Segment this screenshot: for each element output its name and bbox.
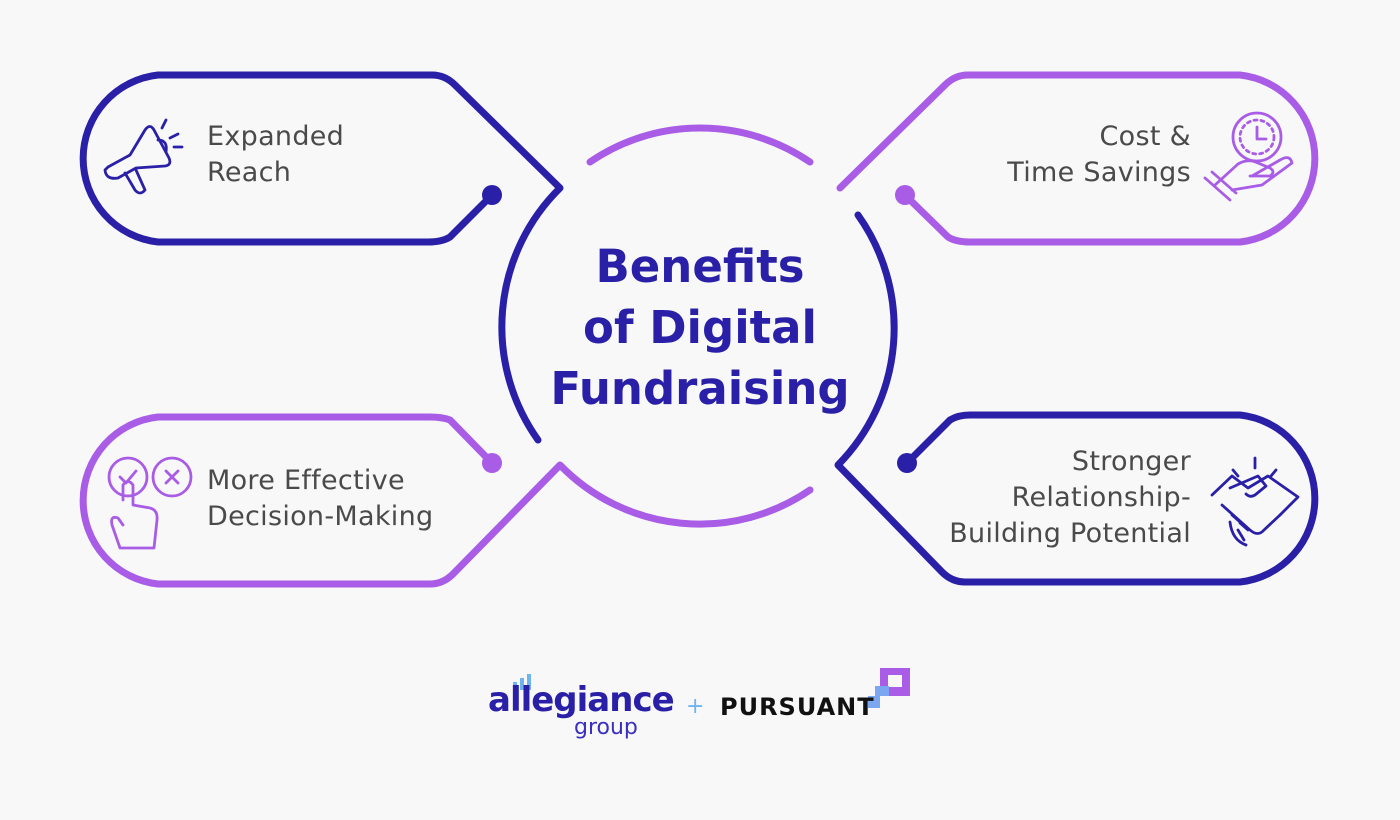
connector-dot bbox=[897, 453, 917, 473]
cost-time-callout bbox=[836, 71, 1319, 246]
allegiance-logo-sub: group bbox=[574, 715, 638, 740]
benefit-label: Building Potential bbox=[949, 518, 1191, 549]
allegiance-logo: allegiance bbox=[488, 680, 675, 720]
handshake-icon bbox=[1210, 456, 1300, 547]
benefit-label: Expanded bbox=[207, 121, 345, 152]
title-line: of Digital bbox=[583, 301, 817, 354]
allegiance-bars-icon bbox=[513, 674, 531, 690]
pursuant-logo: PURSUANT bbox=[720, 693, 875, 721]
benefit-cost-time-savings: Cost & Time Savings bbox=[1007, 119, 1191, 191]
megaphone-icon bbox=[103, 118, 184, 195]
expanded-reach-callout bbox=[79, 71, 564, 444]
benefit-label: Time Savings bbox=[1007, 157, 1191, 188]
benefit-decision-making: More Effective Decision-Making bbox=[207, 463, 433, 535]
benefit-label: Cost & bbox=[1099, 121, 1191, 152]
benefit-relationship-building: Stronger Relationship- Building Potentia… bbox=[949, 444, 1191, 552]
connector-dot bbox=[482, 453, 502, 473]
connector-dot bbox=[895, 185, 915, 205]
check-x-choice-icon bbox=[107, 456, 193, 550]
clock-in-hand-icon bbox=[1203, 111, 1294, 202]
title-line: Fundraising bbox=[550, 362, 850, 415]
benefit-label: Decision-Making bbox=[207, 501, 434, 532]
benefit-label: More Effective bbox=[207, 465, 405, 496]
benefit-label: Reach bbox=[207, 157, 292, 188]
benefit-expanded-reach: Expanded Reach bbox=[207, 119, 344, 191]
connector-dot bbox=[482, 185, 502, 205]
decision-making-callout bbox=[79, 413, 814, 588]
circle-arc-top bbox=[586, 124, 814, 166]
pursuant-logo-mark bbox=[868, 668, 910, 708]
diagram-title: Benefits of Digital Fundraising bbox=[500, 236, 900, 419]
benefit-label: Stronger bbox=[1071, 446, 1191, 477]
title-line: Benefits bbox=[595, 240, 805, 293]
logo-plus: + bbox=[686, 694, 705, 719]
benefit-label: Relationship- bbox=[1011, 482, 1191, 513]
relationship-callout bbox=[834, 211, 1319, 586]
